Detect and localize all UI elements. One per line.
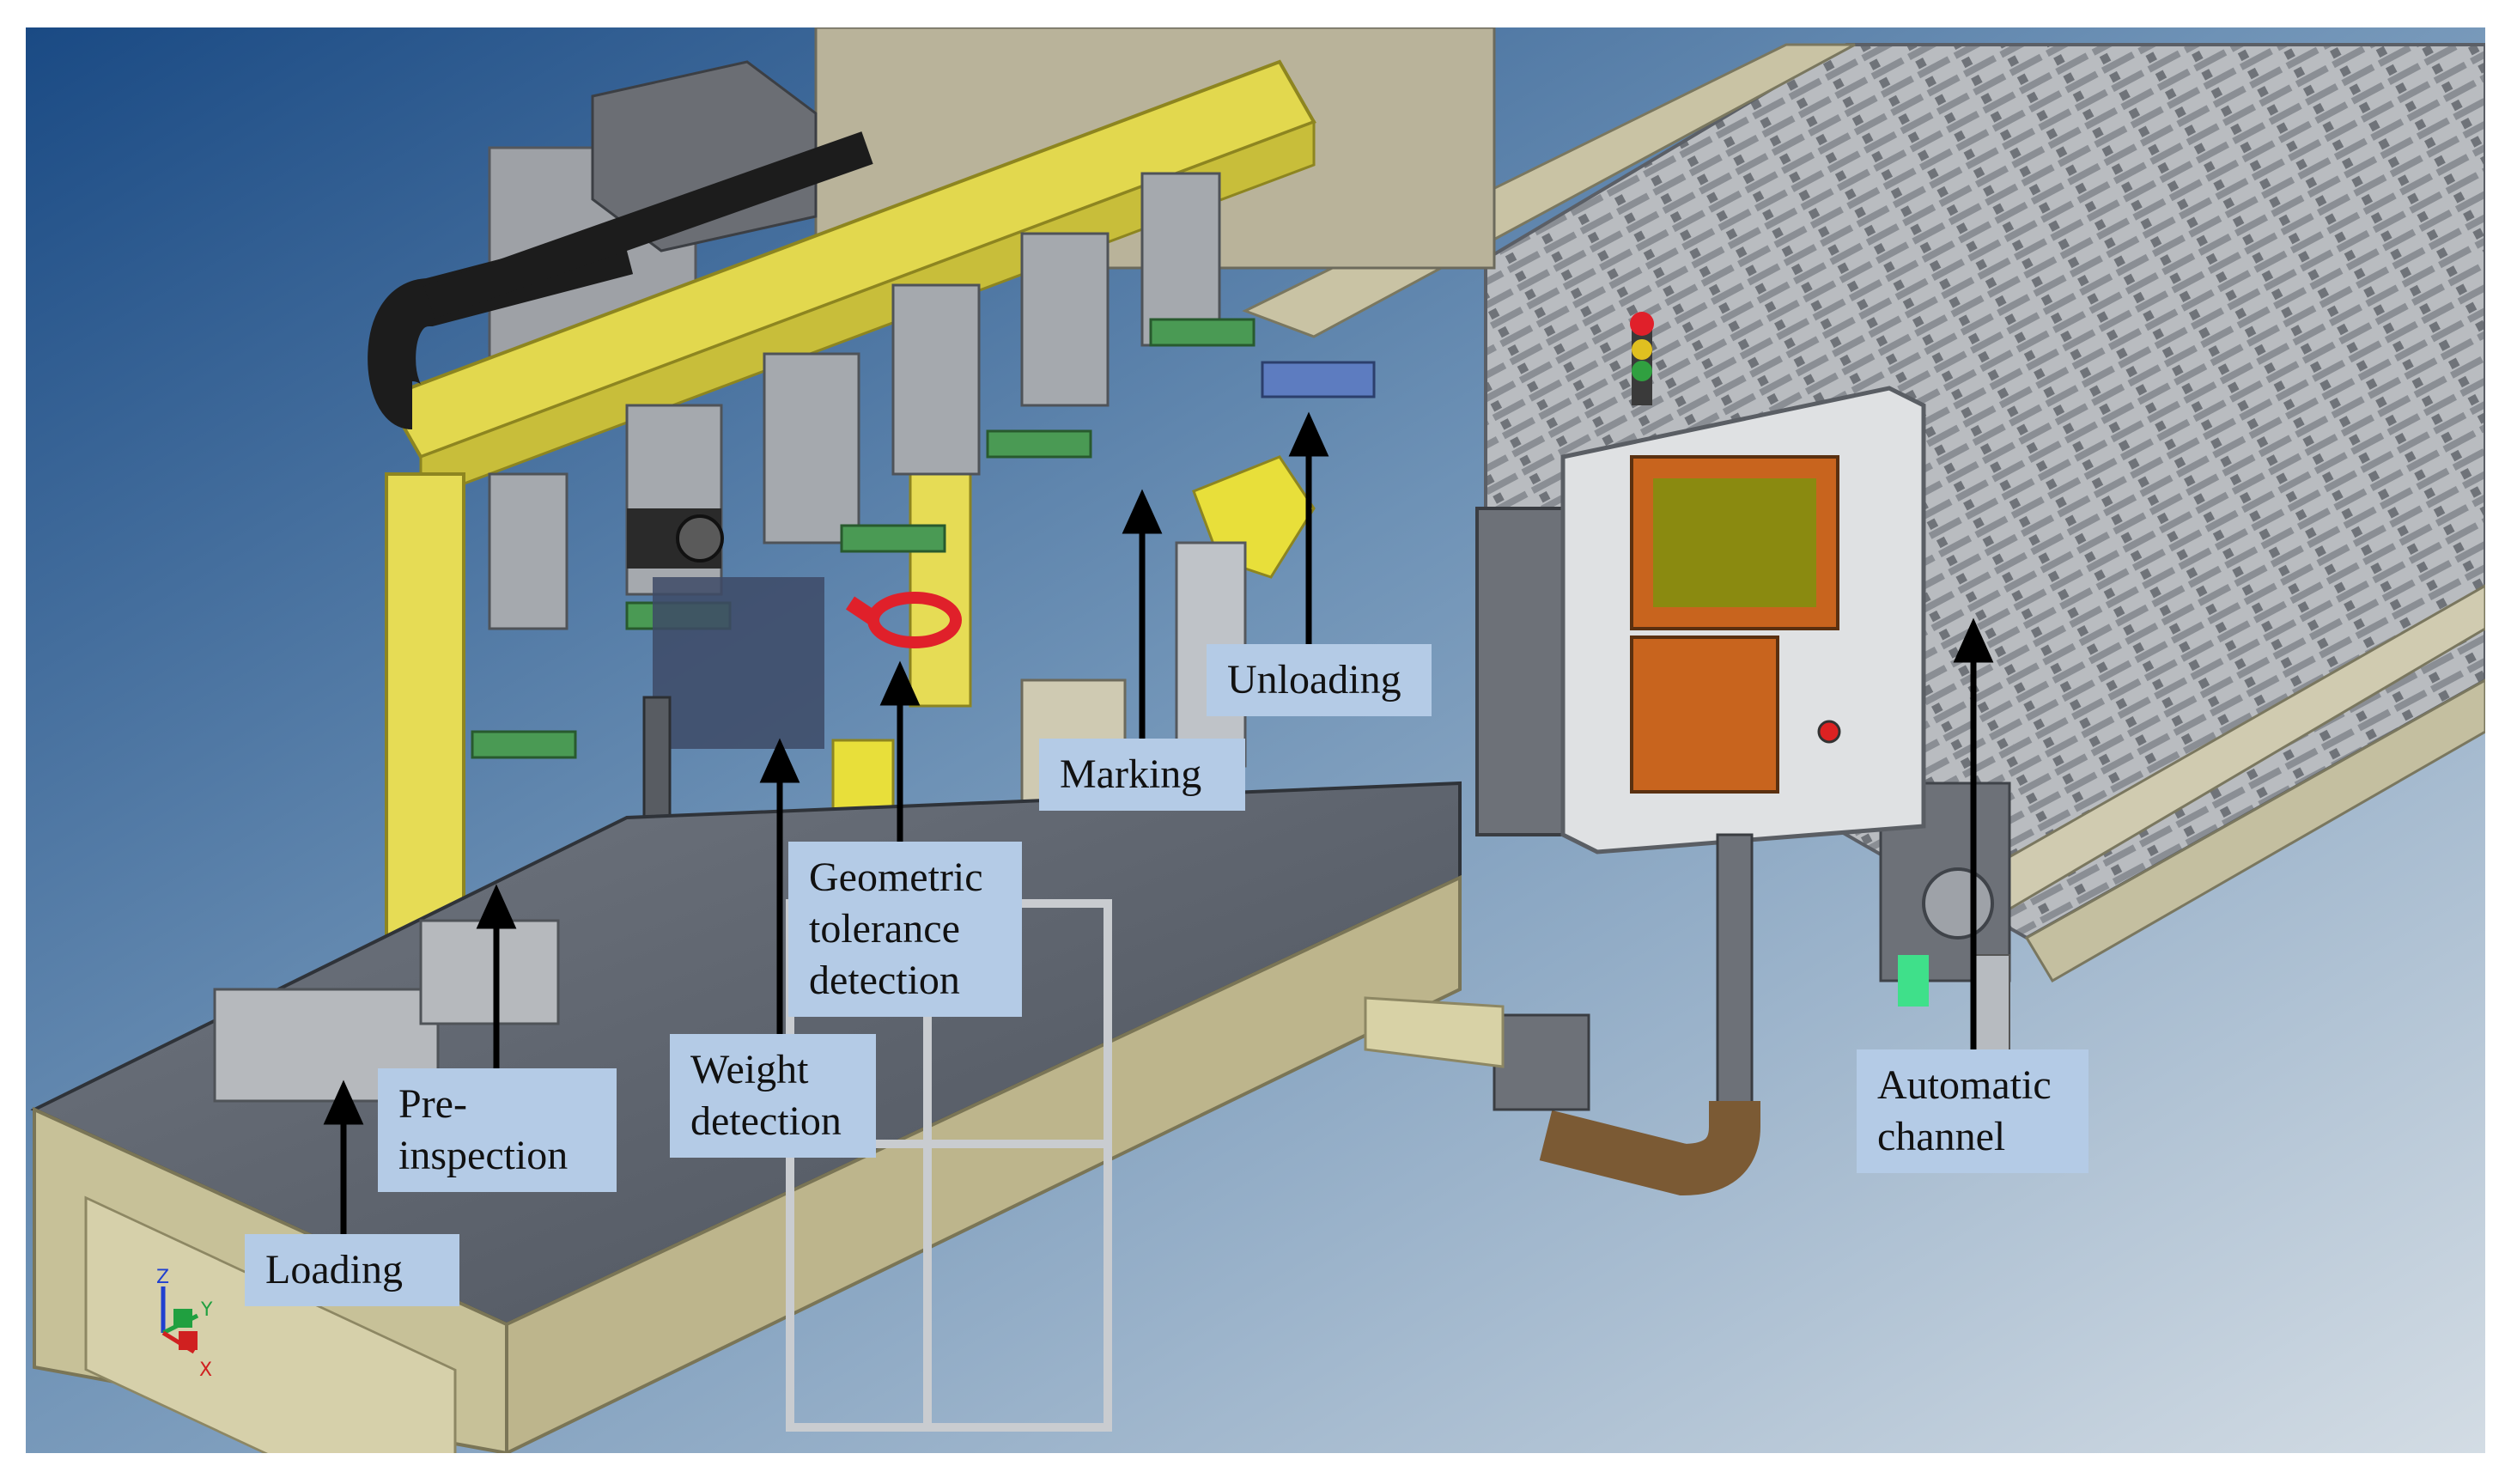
label-weight-detection: Weight detection [670, 1034, 876, 1158]
label-geometric-tolerance-detection: Geometric tolerance detection [788, 842, 1022, 1017]
label-loading: Loading [245, 1234, 459, 1306]
axis-z-label: Z [156, 1267, 169, 1288]
label-marking: Marking [1039, 739, 1245, 811]
cad-figure: Z Y X Loading Pre- inspection Weight det… [26, 27, 2485, 1453]
axis-triad: Z Y X [156, 1267, 213, 1381]
label-pre-inspection: Pre- inspection [378, 1068, 617, 1192]
label-automatic-channel: Automatic channel [1857, 1049, 2088, 1173]
axis-y-label: Y [200, 1299, 213, 1321]
label-unloading: Unloading [1207, 644, 1432, 716]
control-panel [1364, 312, 1926, 1196]
callout-arrows [323, 411, 1994, 1247]
axis-x-label: X [199, 1359, 212, 1381]
